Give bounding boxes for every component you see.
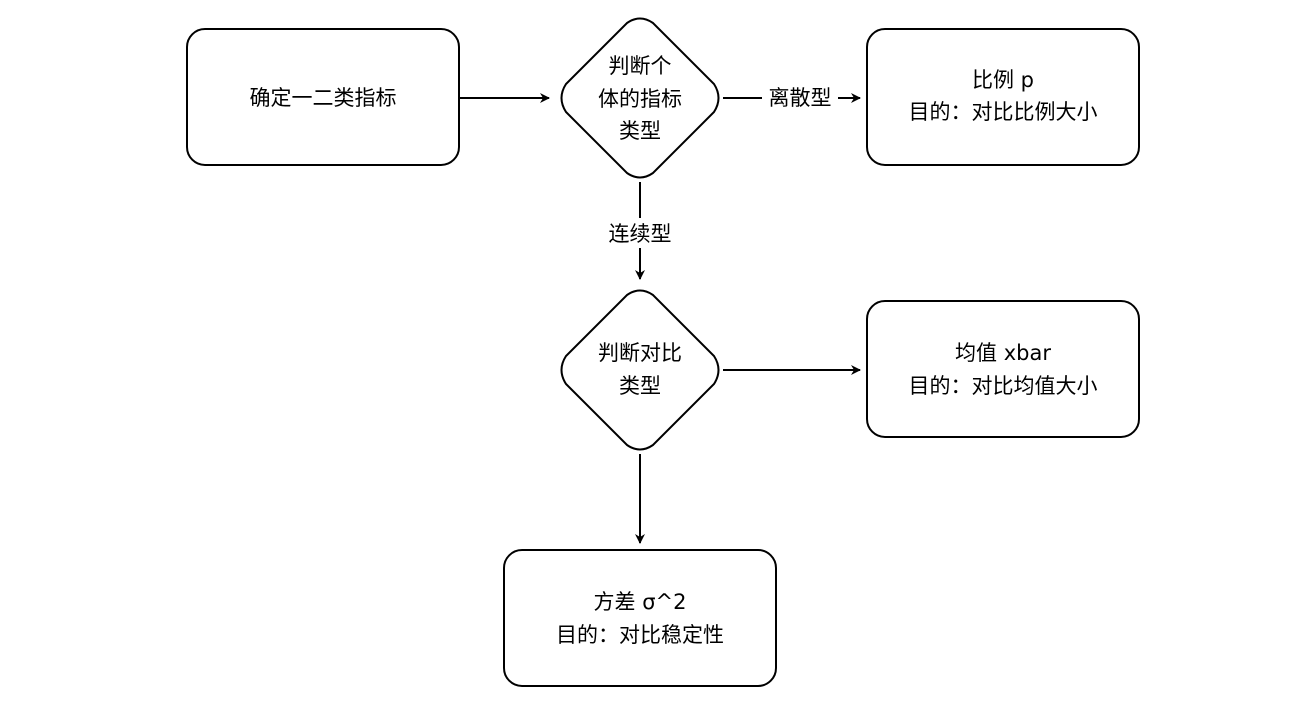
node-proportion-line-1: 比例 p (972, 68, 1034, 92)
node-proportion-line-2: 目的：对比比例大小 (909, 100, 1098, 124)
node-proportion: 比例 p 目的：对比比例大小 (866, 28, 1140, 166)
edge-discrete: 离散型 (723, 84, 861, 112)
node-variance-box (503, 549, 777, 687)
node-judge-type-line-3: 类型 (619, 119, 661, 143)
node-judge-comparison-diamond (560, 289, 720, 451)
node-judge-comparison-line-2: 类型 (619, 374, 661, 398)
node-mean-line-2: 目的：对比均值大小 (909, 374, 1098, 398)
node-judge-type-line-2: 体的指标 (598, 87, 682, 111)
node-variance-line-2: 目的：对比稳定性 (556, 623, 724, 647)
node-determine-indicator-label: 确定一二类指标 (250, 86, 397, 110)
node-mean-box (866, 300, 1140, 438)
node-judge-type-diamond (560, 17, 720, 179)
edge-discrete-label: 离散型 (769, 86, 832, 110)
node-determine-indicator: 确定一二类指标 (186, 28, 460, 166)
edge-continuous-label-bg (600, 218, 680, 248)
node-judge-type-line-1: 判断个 (609, 54, 672, 78)
node-judge-comparison-line-1: 判断对比 (598, 341, 682, 365)
edge-continuous: 连续型 (600, 182, 680, 280)
node-judge-type: 判断个 体的指标 类型 (560, 17, 720, 179)
node-variance-line-1: 方差 σ^2 (594, 590, 687, 614)
node-judge-comparison: 判断对比 类型 (560, 289, 720, 451)
node-mean: 均值 xbar 目的：对比均值大小 (866, 300, 1140, 438)
edge-continuous-label: 连续型 (609, 222, 672, 246)
node-mean-line-1: 均值 xbar (955, 341, 1051, 365)
node-variance: 方差 σ^2 目的：对比稳定性 (503, 549, 777, 687)
edge-discrete-label-bg (762, 84, 838, 112)
node-proportion-box (866, 28, 1140, 166)
